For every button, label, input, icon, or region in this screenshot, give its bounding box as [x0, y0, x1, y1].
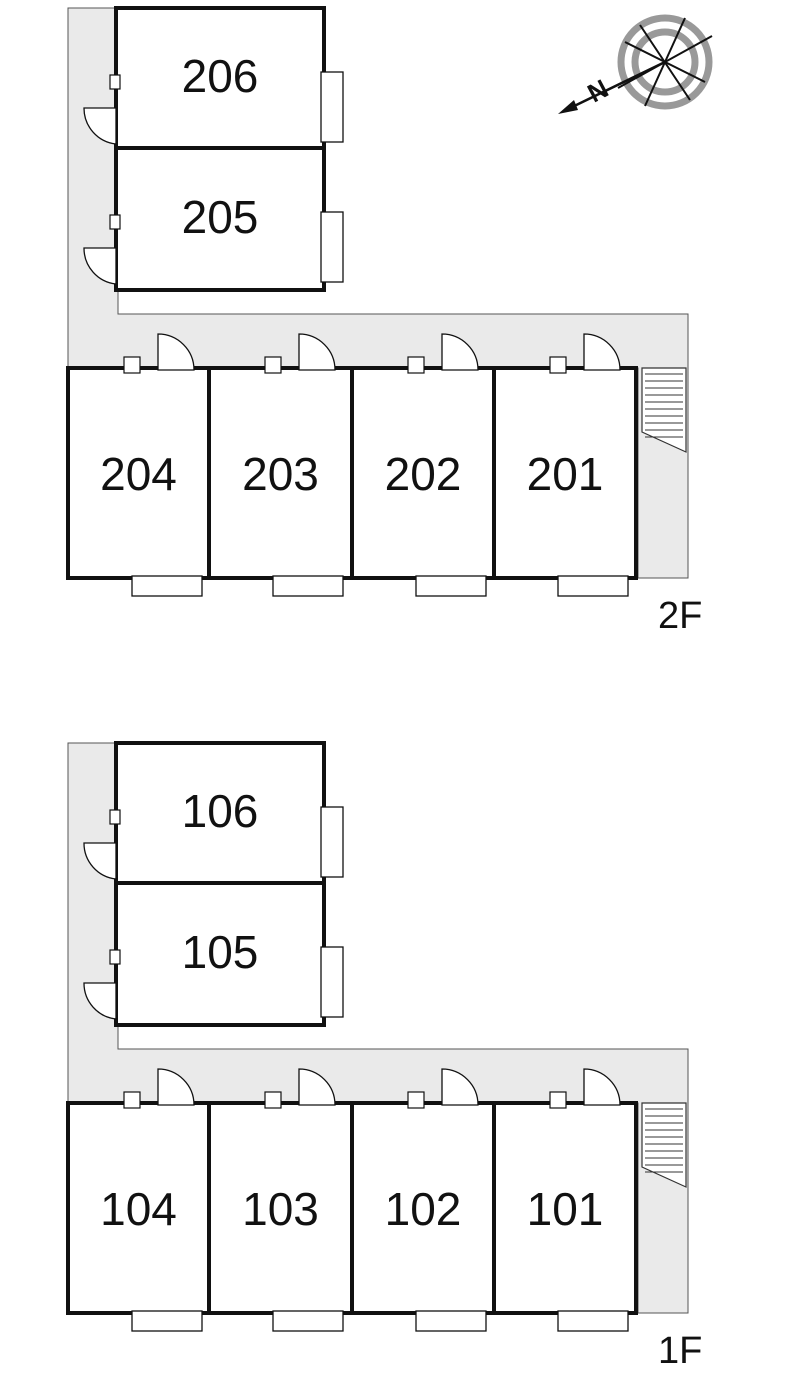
room-box: [66, 366, 211, 580]
window-icon: [272, 575, 344, 597]
window-icon: [557, 575, 629, 597]
door-frame: [123, 356, 141, 374]
window-icon: [557, 1310, 629, 1332]
window-icon: [320, 806, 344, 878]
door-swing-icon: [83, 107, 117, 145]
floor-label: 1F: [658, 1330, 702, 1372]
room-box: [114, 6, 326, 150]
room-box: [207, 1101, 354, 1315]
door-swing-icon: [441, 1068, 479, 1106]
room-number-106: 106: [182, 785, 259, 837]
room-number-101: 101: [527, 1183, 604, 1235]
room-number-201: 201: [527, 448, 604, 500]
door-frame: [407, 1091, 425, 1109]
door-swing-icon: [83, 982, 117, 1020]
door-swing-icon: [157, 1068, 195, 1106]
door-frame: [549, 356, 567, 374]
room-number-202: 202: [385, 448, 462, 500]
window-icon: [131, 1310, 203, 1332]
compass-ring-inner: [631, 28, 699, 96]
door-frame: [109, 214, 121, 230]
window-icon: [415, 1310, 487, 1332]
door-frame: [123, 1091, 141, 1109]
door-swing-icon: [583, 333, 621, 371]
window-icon: [272, 1310, 344, 1332]
window-icon: [131, 575, 203, 597]
floor-1f: 106 105 104 103 102 101 1F: [66, 741, 702, 1372]
room-number-105: 105: [182, 926, 259, 978]
door-frame: [407, 356, 425, 374]
compass-ring-outer: [617, 14, 713, 110]
room-number-203: 203: [242, 448, 319, 500]
room-number-206: 206: [182, 50, 259, 102]
door-swing-icon: [441, 333, 479, 371]
compass-north-arrow: [565, 60, 666, 112]
room-number-103: 103: [242, 1183, 319, 1235]
door-swing-icon: [83, 247, 117, 285]
door-frame: [109, 949, 121, 965]
floor-label: 2F: [658, 595, 702, 637]
room-number-102: 102: [385, 1183, 462, 1235]
window-icon: [320, 946, 344, 1018]
window-icon: [320, 211, 344, 283]
window-icon: [415, 575, 487, 597]
door-swing-icon: [157, 333, 195, 371]
window-icon: [320, 71, 344, 143]
door-swing-icon: [83, 842, 117, 880]
room-number-104: 104: [100, 1183, 177, 1235]
door-frame: [549, 1091, 567, 1109]
stair-icon: [641, 1102, 687, 1188]
door-frame: [264, 1091, 282, 1109]
stair-icon: [641, 367, 687, 453]
room-number-205: 205: [182, 191, 259, 243]
door-frame: [109, 809, 121, 825]
door-swing-icon: [583, 1068, 621, 1106]
compass-north-arrowhead-icon: [558, 100, 578, 114]
floor-2f: 206 205 204 203 202 201 2F: [66, 6, 702, 637]
door-swing-icon: [298, 1068, 336, 1106]
door-swing-icon: [298, 333, 336, 371]
room-box: [114, 146, 326, 292]
room-box: [492, 1101, 638, 1315]
room-box: [350, 366, 496, 580]
room-number-204: 204: [100, 448, 177, 500]
room-box: [114, 741, 326, 885]
door-frame: [109, 74, 121, 90]
room-box: [492, 366, 638, 580]
door-frame: [264, 356, 282, 374]
compass-rose: N: [558, 14, 713, 114]
